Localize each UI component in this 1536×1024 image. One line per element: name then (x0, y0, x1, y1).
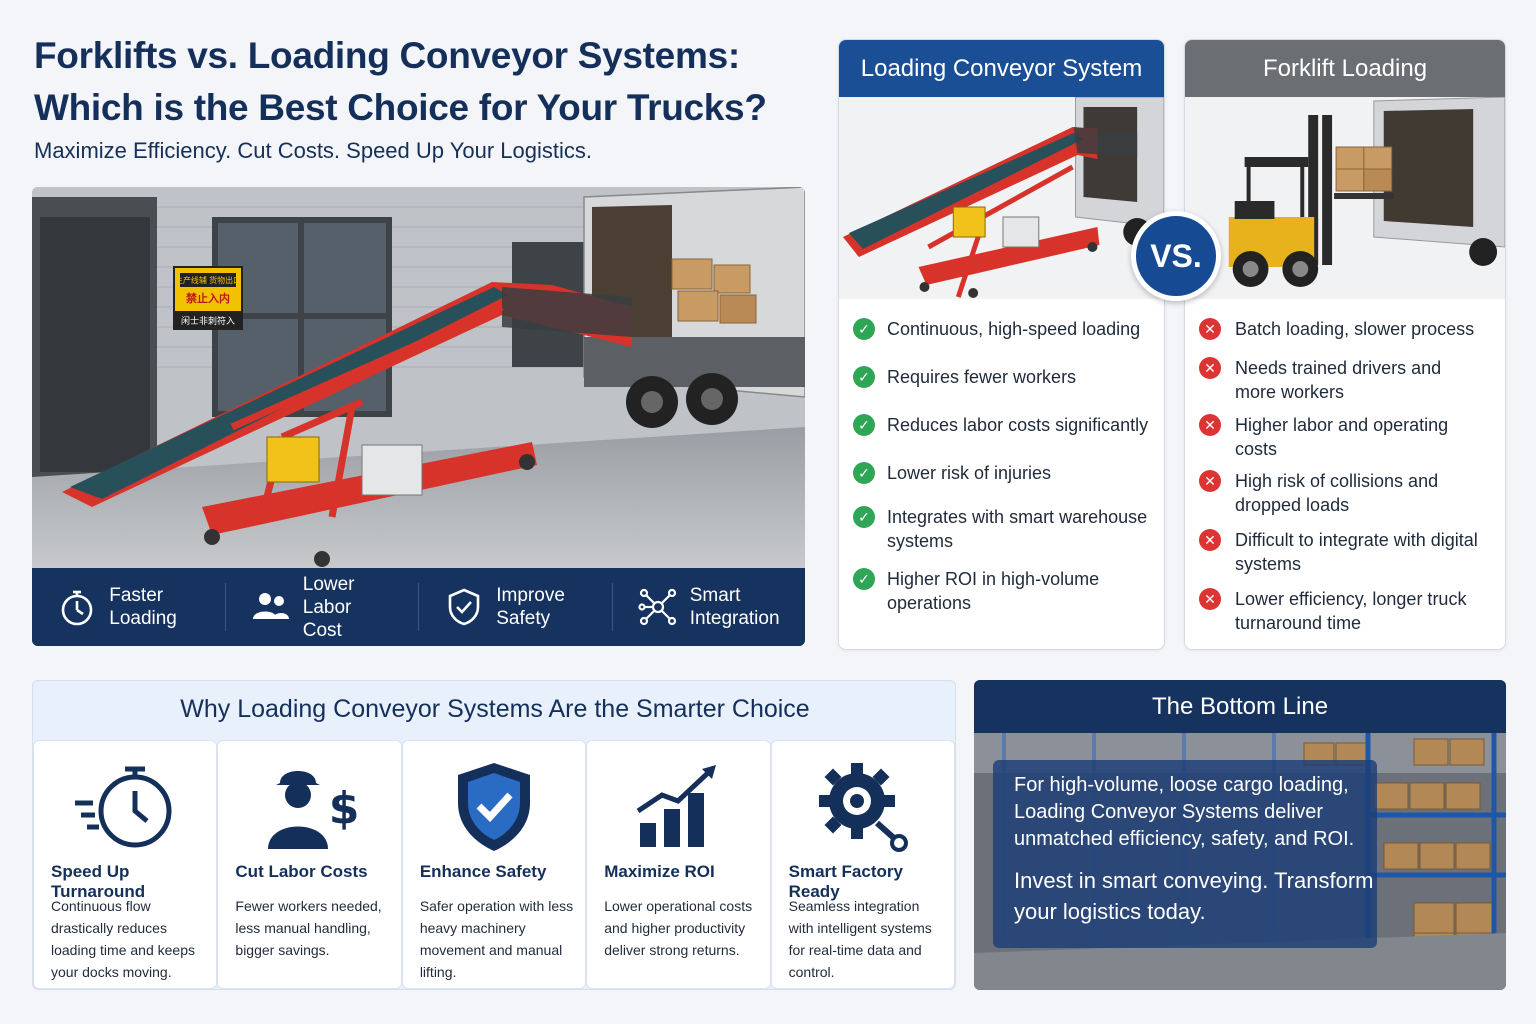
why-card-speed-up-turnaround: Speed Up Turnaround Continuous flow dras… (33, 740, 218, 989)
hero-feature-label: Faster Loading (109, 585, 177, 629)
page-title: Forklifts vs. Loading Conveyor Systems: … (34, 35, 767, 128)
sign-line-3: 闲士非刺符入 (181, 315, 235, 326)
why-card-text: Continuous flow drastically reduces load… (51, 898, 195, 980)
why-card-cut-labor-costs: $ Cut Labor Costs Fewer workers needed, … (217, 740, 402, 989)
worker-dollar-icon: $ (267, 771, 359, 849)
check-icon: ✓ (853, 506, 875, 528)
bottom-line-call-to-action: Invest in smart conveying. Transform you… (1014, 868, 1374, 924)
check-icon: ✓ (853, 366, 875, 388)
bottom-line-panel: The Bottom Line For high-volume, loose c… (974, 680, 1506, 990)
why-card-text: Seamless integration with intelligent sy… (788, 898, 932, 980)
list-item: ✓Reduces labor costs significantly (853, 413, 1164, 461)
why-card-heading: Maximize ROI (604, 862, 715, 881)
stopwatch-icon (75, 766, 172, 848)
hero-feature-lower-labor-cost: Lower Labor Cost (226, 574, 419, 641)
shield-check-icon (458, 763, 531, 851)
shield-check-icon (448, 588, 480, 626)
why-section-title: Why Loading Conveyor Systems Are the Sma… (180, 695, 810, 723)
list-item: ✓Integrates with smart warehouse systems (853, 505, 1164, 567)
list-item: ✓Continuous, high-speed loading (853, 317, 1164, 365)
conveyor-card-title: Loading Conveyor System (839, 40, 1164, 97)
list-item: ✕Needs trained drivers and more workers (1199, 356, 1505, 413)
bottom-line-message-box: For high-volume, loose cargo loading, Lo… (993, 760, 1377, 948)
why-card-text: Fewer workers needed, less manual handli… (235, 898, 382, 958)
hero-feature-label: Lower Labor Cost (302, 573, 355, 641)
cross-icon: ✕ (1199, 529, 1221, 551)
cross-icon: ✕ (1199, 470, 1221, 492)
check-icon: ✓ (853, 318, 875, 340)
sign-line-2: 禁止入内 (186, 291, 230, 305)
forklift-card-image (1185, 97, 1505, 299)
forklift-illustration (1185, 97, 1505, 299)
hero-feature-bar: Faster Loading Lower Labor Cost Improve … (32, 568, 805, 646)
versus-badge: VS. (1131, 211, 1221, 301)
forklift-card-title: Forklift Loading (1185, 40, 1505, 97)
why-card-heading: Cut Labor Costs (235, 862, 368, 881)
why-feature-grid: Speed Up Turnaround Continuous flow dras… (33, 740, 956, 989)
why-card-heading: Speed Up Turnaround (51, 862, 146, 901)
why-card-text: Lower operational costs and higher produ… (604, 898, 753, 958)
list-item: ✕Higher labor and operating costs (1199, 413, 1505, 469)
list-item: ✓Requires fewer workers (853, 365, 1164, 413)
cross-icon: ✕ (1199, 414, 1221, 436)
conveyor-card-image (839, 97, 1164, 299)
hero-feature-improve-safety: Improve Safety (419, 583, 613, 631)
why-section: Why Loading Conveyor Systems Are the Sma… (32, 680, 956, 990)
network-icon (638, 588, 676, 626)
cross-icon: ✕ (1199, 588, 1221, 610)
hero-feature-label: Improve Safety (496, 585, 565, 629)
list-item: ✓Lower risk of injuries (853, 461, 1164, 505)
list-item: ✕Batch loading, slower process (1199, 317, 1505, 356)
why-card-enhance-safety: Enhance Safety Safer operation with less… (401, 740, 587, 989)
bottom-line-title: The Bottom Line (974, 680, 1506, 733)
cross-icon: ✕ (1199, 318, 1221, 340)
why-card-maximize-roi: Maximize ROI Lower operational costs and… (586, 740, 771, 989)
why-card-text: Safer operation with less heavy machiner… (419, 898, 574, 980)
list-item: ✕Difficult to integrate with digital sys… (1199, 528, 1505, 587)
svg-text:$: $ (328, 783, 359, 834)
gear-icon (818, 763, 908, 852)
check-icon: ✓ (853, 462, 875, 484)
hero-feature-smart-integration: Smart Integration (613, 583, 806, 631)
conveyor-illustration (839, 97, 1164, 299)
sign-line-1: 主产线辅 货物出口 (175, 275, 241, 285)
forklift-comparison-card: Forklift Loading ✕Batch loading, slower … (1184, 39, 1506, 650)
conveyor-benefits-list: ✓Continuous, high-speed loading ✓Require… (839, 299, 1164, 617)
hero-feature-faster-loading: Faster Loading (32, 583, 226, 631)
conveyor-comparison-card: Loading Conveyor System ✓Continuous, hig… (838, 39, 1165, 650)
hero-feature-label: Smart Integration (689, 585, 780, 629)
people-icon (252, 593, 289, 619)
hero-panel: 主产线辅 货物出口 禁止入内 闲士非刺符入 (32, 187, 805, 646)
stopwatch-icon (61, 590, 93, 626)
why-card-smart-factory-ready: Smart Factory Ready Seamless integration… (770, 740, 956, 989)
why-card-heading: Enhance Safety (419, 862, 547, 881)
growth-chart-icon (637, 765, 717, 847)
page-subtitle: Maximize Efficiency. Cut Costs. Speed Up… (34, 138, 592, 163)
list-item: ✕Lower efficiency, longer truck turnarou… (1199, 587, 1505, 637)
list-item: ✓Higher ROI in high-volume operations (853, 567, 1164, 617)
conveyor-truck-illustration: 主产线辅 货物出口 禁止入内 闲士非刺符入 (32, 187, 805, 568)
check-icon: ✓ (853, 414, 875, 436)
check-icon: ✓ (853, 568, 875, 590)
forklift-drawbacks-list: ✕Batch loading, slower process ✕Needs tr… (1185, 299, 1505, 637)
why-card-heading: Smart Factory Ready (788, 862, 903, 901)
bottom-line-statement: For high-volume, loose cargo loading, Lo… (1014, 774, 1355, 850)
cross-icon: ✕ (1199, 357, 1221, 379)
list-item: ✕High risk of collisions and dropped loa… (1199, 469, 1505, 528)
